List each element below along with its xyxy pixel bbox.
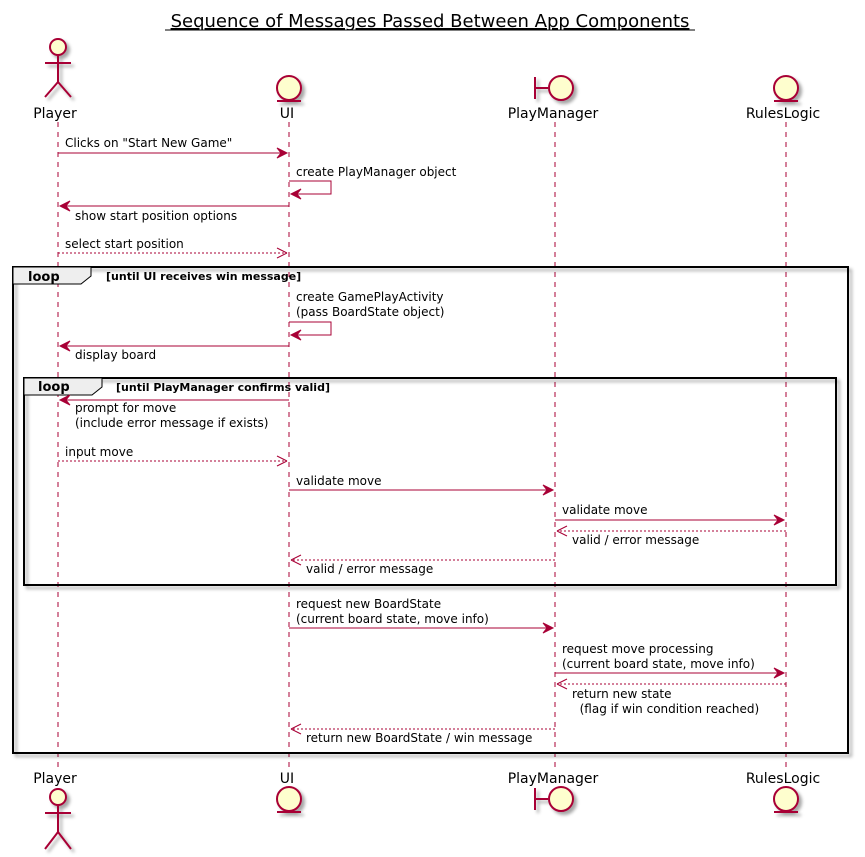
loop-keyword: loop — [28, 270, 60, 285]
msg-request-boardstate: request new BoardState (current board st… — [289, 597, 555, 634]
message-label: prompt for move — [75, 401, 176, 415]
arrowhead — [58, 200, 71, 212]
message-label: request new BoardState — [296, 597, 441, 611]
arrowhead — [276, 455, 288, 467]
loop-frame-outer: loop [until UI receives win message] — [12, 266, 849, 754]
loop-condition: [until PlayManager confirms valid] — [116, 381, 330, 394]
msg-validate-move-pm: validate move — [555, 503, 786, 526]
arrowhead — [290, 723, 302, 735]
msg-valid-error-pm: valid / error message — [290, 554, 555, 576]
msg-create-gameplay: create GamePlayActivity (pass BoardState… — [289, 290, 444, 341]
message-label: display board — [75, 348, 156, 362]
msg-valid-error-rl: valid / error message — [556, 525, 786, 547]
message-label: create PlayManager object — [296, 165, 457, 179]
loop-frame-inner: loop [until PlayManager confirms valid] — [23, 377, 837, 586]
arrowhead — [289, 188, 302, 200]
arrowhead — [556, 678, 568, 690]
msg-create-playmanager: create PlayManager object — [289, 165, 457, 200]
participant-label-ruleslogic-bottom: RulesLogic — [746, 771, 820, 787]
arrowhead — [58, 340, 71, 352]
message-label: (current board state, move info) — [296, 612, 489, 626]
participant-label-player-top: Player — [33, 106, 77, 122]
actor-icon — [44, 38, 72, 98]
arrowhead — [276, 147, 289, 159]
lifelines — [57, 122, 787, 768]
msg-return-boardstate: return new BoardState / win message — [290, 723, 555, 745]
msg-select-start: select start position — [58, 237, 288, 259]
message-label: validate move — [296, 474, 382, 488]
participant-label-ui-bottom: UI — [280, 771, 294, 787]
message-label: (current board state, move info) — [562, 657, 755, 671]
loop-keyword: loop — [38, 380, 70, 395]
message-label: (flag if win condition reached) — [572, 702, 759, 716]
arrowhead — [58, 394, 71, 406]
arrowhead — [773, 667, 786, 679]
participant-label-ruleslogic-top: RulesLogic — [746, 106, 820, 122]
message-label: Clicks on "Start New Game" — [65, 136, 232, 150]
message-label: show start position options — [75, 209, 237, 223]
arrowhead — [542, 622, 555, 634]
message-label: (pass BoardState object) — [296, 305, 444, 319]
self-message-arrow — [289, 321, 332, 336]
arrowhead — [773, 514, 786, 526]
msg-show-start-options: show start position options — [58, 200, 289, 223]
boundary-icon — [534, 75, 574, 101]
actor-icon — [44, 788, 72, 850]
participant-label-playmanager-bottom: PlayManager — [508, 771, 599, 787]
entity-icon — [773, 75, 799, 102]
message-label: input move — [65, 445, 133, 459]
entity-icon — [276, 786, 302, 813]
participant-label-ui-top: UI — [280, 106, 294, 122]
arrowhead — [289, 329, 302, 341]
message-label: select start position — [65, 237, 184, 251]
message-label: validate move — [562, 503, 648, 517]
arrowhead — [276, 247, 288, 259]
msg-start-new-game: Clicks on "Start New Game" — [58, 136, 289, 159]
msg-request-processing: request move processing (current board s… — [555, 642, 786, 679]
message-label: (include error message if exists) — [75, 416, 268, 430]
participant-label-player-bottom: Player — [33, 771, 77, 787]
msg-validate-move-ui: validate move — [289, 474, 555, 496]
message-label: return new BoardState / win message — [306, 731, 532, 745]
loop-condition: [until UI receives win message] — [106, 270, 301, 283]
message-label: request move processing — [562, 642, 713, 656]
message-label: valid / error message — [306, 562, 433, 576]
msg-prompt-for-move: prompt for move (include error message i… — [58, 394, 289, 430]
message-label: valid / error message — [572, 533, 699, 547]
msg-display-board: display board — [58, 340, 289, 362]
arrowhead — [542, 484, 555, 496]
entity-icon — [773, 786, 799, 813]
msg-return-new-state: return new state (flag if win condition … — [556, 678, 786, 716]
boundary-icon — [534, 786, 574, 812]
message-label: create GamePlayActivity — [296, 290, 444, 304]
participant-label-playmanager-top: PlayManager — [508, 106, 599, 122]
arrowhead — [556, 525, 568, 537]
arrowhead — [290, 554, 302, 566]
entity-icon — [276, 75, 302, 102]
message-label: return new state — [572, 687, 672, 701]
self-message-arrow — [289, 180, 332, 195]
diagram-title: Sequence of Messages Passed Between App … — [171, 11, 690, 32]
msg-input-move: input move — [58, 445, 288, 467]
